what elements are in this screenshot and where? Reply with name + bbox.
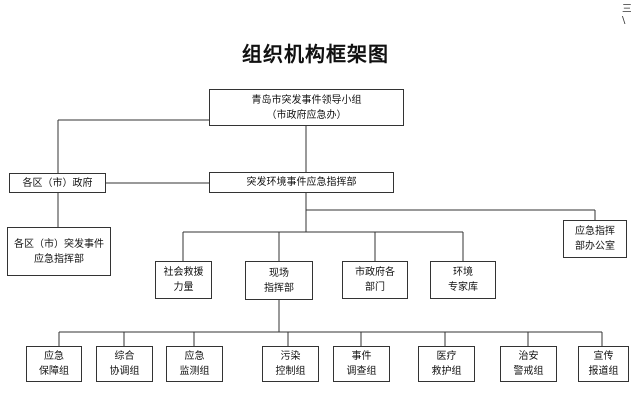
node-field-command: 现场 指挥部 xyxy=(245,261,313,300)
node-leadership: 青岛市突发事件领导小组 （市政府应急办） xyxy=(209,89,404,126)
node-investigation-group: 事件 调查组 xyxy=(333,346,390,382)
node-pollution-control-group: 污染 控制组 xyxy=(262,346,319,382)
node-district-gov: 各区（市）政府 xyxy=(9,173,106,193)
node-city-departments: 市政府各 部门 xyxy=(342,261,408,299)
node-publicity-group: 宣传 报道组 xyxy=(578,346,629,382)
node-command-office: 应急指挥 部办公室 xyxy=(563,220,627,258)
node-security-group: 治安 警戒组 xyxy=(500,346,557,382)
node-monitoring-group: 应急 监测组 xyxy=(166,346,223,382)
edge-fragment-text: 三 \ xyxy=(622,4,631,26)
node-medical-group: 医疗 救护组 xyxy=(418,346,475,382)
node-district-command: 各区（市）突发事件 应急指挥部 xyxy=(7,227,111,276)
node-command-hq: 突发环境事件应急指挥部 xyxy=(209,172,394,193)
node-support-group: 应急 保障组 xyxy=(26,346,82,382)
node-coordination-group: 综合 协调组 xyxy=(96,346,153,382)
node-social-rescue: 社会救援 力量 xyxy=(155,261,212,299)
diagram-title: 组织机构框架图 xyxy=(242,42,389,66)
node-expert-pool: 环境 专家库 xyxy=(430,261,496,299)
